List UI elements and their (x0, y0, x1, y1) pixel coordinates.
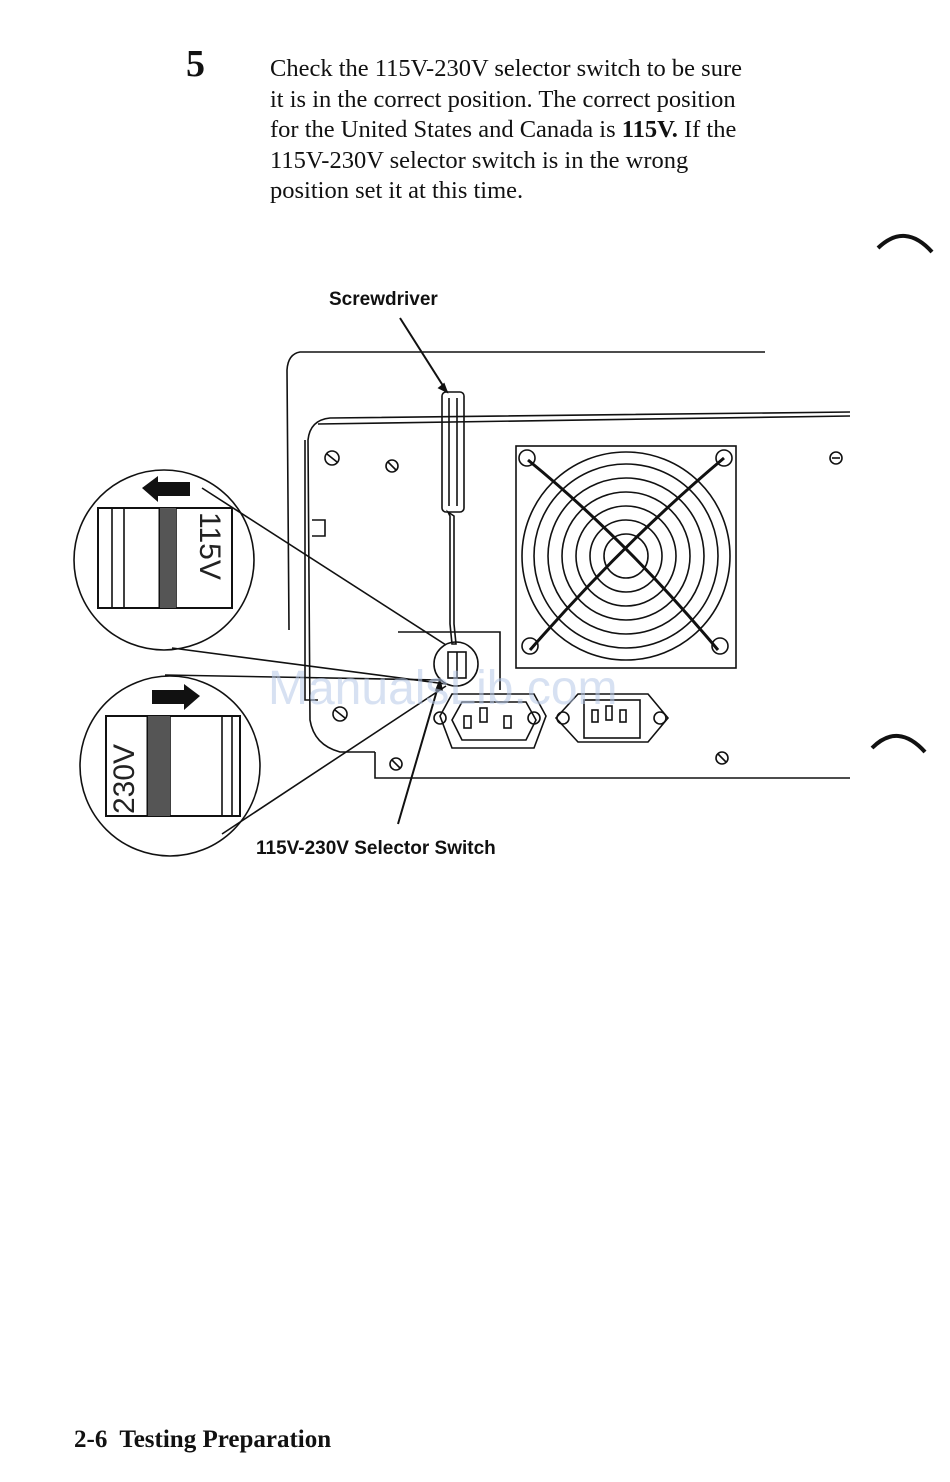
instruction-line-5: position set it at this time. (270, 177, 524, 204)
screw-top-left (324, 450, 340, 466)
magnifier-line-3 (164, 674, 441, 681)
switch-label-115v: 115V (193, 512, 226, 580)
panel-side-rail (304, 440, 318, 701)
chassis-outline (286, 351, 765, 631)
edge-tab-mark-2 (870, 733, 927, 754)
fan-grille (515, 445, 737, 669)
magnifier-line-1 (201, 487, 447, 646)
instruction-line-2: it is in the correct position. The corre… (270, 85, 736, 113)
panel-notch (312, 519, 326, 537)
instruction-line-4: 115V-230V selector switch is in the wron… (270, 146, 689, 174)
screwdriver-arrowhead (437, 382, 449, 394)
instruction-line-3-start: for the United States and Canada is (270, 116, 622, 143)
power-inlet (433, 693, 547, 749)
screw-bottom-left (332, 706, 348, 722)
power-outlet (554, 693, 670, 743)
instruction-line-3-end: If the (677, 116, 737, 143)
switch-slider-230v (148, 716, 170, 816)
panel-edge-line (317, 415, 851, 425)
section-title: Testing Preparation (119, 1426, 332, 1453)
rear-panel-illustration: 115V 230V Screwdriver 115V-230V Selector… (73, 289, 851, 859)
page-number: 2-6 (74, 1426, 108, 1453)
screw-top-right (829, 451, 843, 465)
switch-plate (398, 631, 501, 690)
arrow-right-icon (152, 684, 200, 710)
screw-bottom-right (715, 751, 729, 765)
magnifier-line-4 (221, 685, 447, 835)
chassis-panel-outline (307, 411, 851, 753)
instruction-line-3: for the United States and Canada is 115V… (270, 115, 870, 146)
page-footer: 2-6 Testing Preparation (74, 1426, 331, 1454)
switch-leader (397, 679, 441, 825)
selector-switch-label: 115V-230V Selector Switch (256, 838, 496, 859)
screwdriver-label: Screwdriver (329, 289, 438, 310)
panel-bottom-edge (374, 752, 850, 779)
magnifier-line-2 (171, 647, 447, 685)
arrow-left-icon (142, 476, 190, 502)
screw-top-mid (385, 459, 399, 473)
switch-slider-115v (160, 508, 176, 608)
step-instructions: Check the 115V-230V selector switch to b… (270, 54, 870, 207)
screw-bottom-mid (389, 757, 403, 771)
magnified-230v-view (79, 675, 261, 857)
screwdriver (441, 391, 465, 645)
voltage-emphasis: 115V. (621, 116, 678, 143)
instruction-line-1: Check the 115V-230V selector switch to b… (270, 55, 742, 82)
edge-tab-mark-1 (876, 233, 934, 254)
switch-label-230v: 230V (108, 744, 141, 814)
step-number: 5 (186, 43, 205, 85)
screwdriver-leader (399, 317, 448, 393)
watermark: ManualsLib.com (268, 662, 618, 715)
